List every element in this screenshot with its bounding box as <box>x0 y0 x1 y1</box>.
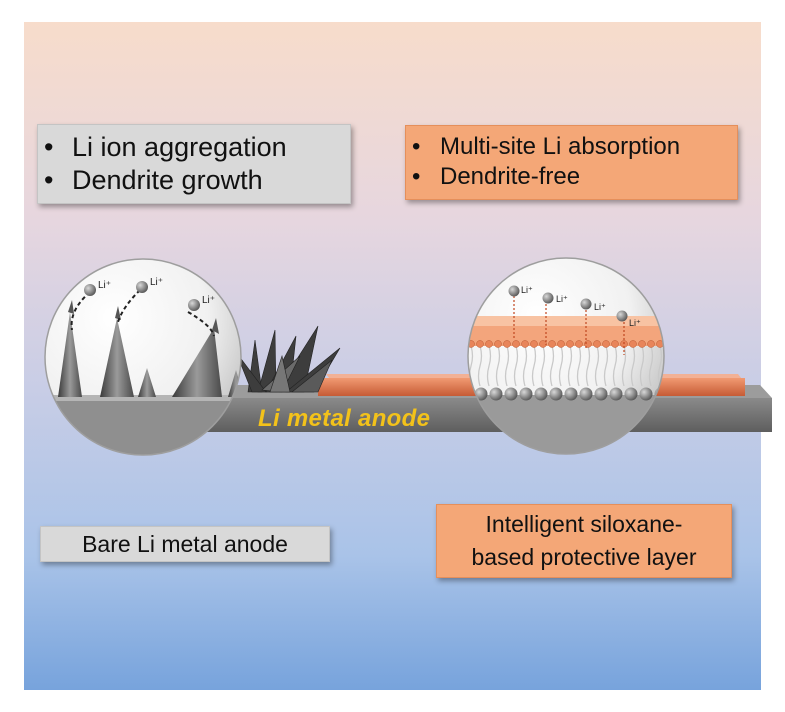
protective-benefits-box: Multi-site Li absorption Dendrite-free <box>405 125 738 200</box>
li-ion-label: Li⁺ <box>594 302 606 312</box>
lipid-tail <box>630 345 636 387</box>
lipid-head <box>611 340 619 348</box>
protective-layer-label-line2: based protective layer <box>471 544 697 570</box>
lipid-head <box>521 340 529 348</box>
lipid-tail <box>576 345 582 387</box>
lipid-head <box>485 340 493 348</box>
surface-bead <box>594 387 608 401</box>
li-ion-label: Li⁺ <box>150 277 163 288</box>
li-ion-label: Li⁺ <box>629 318 641 328</box>
lipid-head <box>666 341 673 348</box>
lipid-tail <box>540 345 546 387</box>
li-ion-label: Li⁺ <box>98 280 111 291</box>
surface-bead <box>489 387 503 401</box>
protected-anode-bubble: Li⁺ Li⁺ Li⁺ Li⁺ <box>459 257 673 455</box>
lipid-tail <box>657 345 663 387</box>
lipid-head <box>494 340 502 348</box>
anode-label: Li metal anode <box>258 405 431 432</box>
dendrite-issues-box: Li ion aggregation Dendrite growth <box>37 124 351 204</box>
surface-bead <box>534 387 548 401</box>
lipid-head <box>647 340 655 348</box>
lipid-tail <box>477 345 483 387</box>
benefit-item: Dendrite-free <box>406 162 737 192</box>
lipid-tail <box>603 345 609 387</box>
li-ion-label: Li⁺ <box>202 295 215 306</box>
lipid-head <box>512 340 520 348</box>
lipid-tail <box>621 345 627 387</box>
surface-bead <box>564 387 578 401</box>
surface-bead <box>609 387 623 401</box>
li-ion-label: Li⁺ <box>556 294 568 304</box>
surface-bead <box>624 387 638 401</box>
lipid-head <box>503 340 511 348</box>
bare-anode-label: Bare Li metal anode <box>40 526 330 562</box>
li-ion-label: Li⁺ <box>521 285 533 295</box>
lipid-tail <box>513 345 519 387</box>
issue-item: Dendrite growth <box>38 164 350 197</box>
lipid-tail <box>612 345 618 387</box>
lipid-tail <box>549 345 555 387</box>
surface-bead <box>504 387 518 401</box>
lipid-head <box>629 340 637 348</box>
lipid-tail <box>639 345 645 387</box>
surface-bead <box>519 387 533 401</box>
protective-layer-label: Intelligent siloxane- based protective l… <box>436 504 732 578</box>
bare-anode-bubble: Li⁺ Li⁺ Li⁺ <box>44 258 242 456</box>
lipid-tail <box>585 345 591 387</box>
issue-item: Li ion aggregation <box>38 131 350 164</box>
lipid-head <box>530 340 538 348</box>
lipid-head <box>566 340 574 348</box>
lipid-tail <box>558 345 564 387</box>
lipid-tail <box>486 345 492 387</box>
lipid-head <box>575 340 583 348</box>
lipid-head <box>593 340 601 348</box>
lipid-head <box>638 340 646 348</box>
lipid-tail <box>504 345 510 387</box>
dendrite-cluster <box>235 325 341 393</box>
surface-bead <box>549 387 563 401</box>
lipid-head <box>548 340 556 348</box>
lipid-head <box>557 340 565 348</box>
lipid-tail <box>495 345 501 387</box>
protective-layer-label-line1: Intelligent siloxane- <box>485 511 683 537</box>
lipid-head <box>459 341 466 348</box>
lipid-tail <box>594 345 600 387</box>
lipid-tail <box>522 345 528 387</box>
lipid-head <box>476 340 484 348</box>
lipid-head <box>602 340 610 348</box>
lipid-tail <box>531 345 537 387</box>
benefit-item: Multi-site Li absorption <box>406 132 737 162</box>
lipid-tail <box>567 345 573 387</box>
lipid-tail <box>648 345 654 387</box>
surface-bead <box>639 387 653 401</box>
surface-bead <box>579 387 593 401</box>
